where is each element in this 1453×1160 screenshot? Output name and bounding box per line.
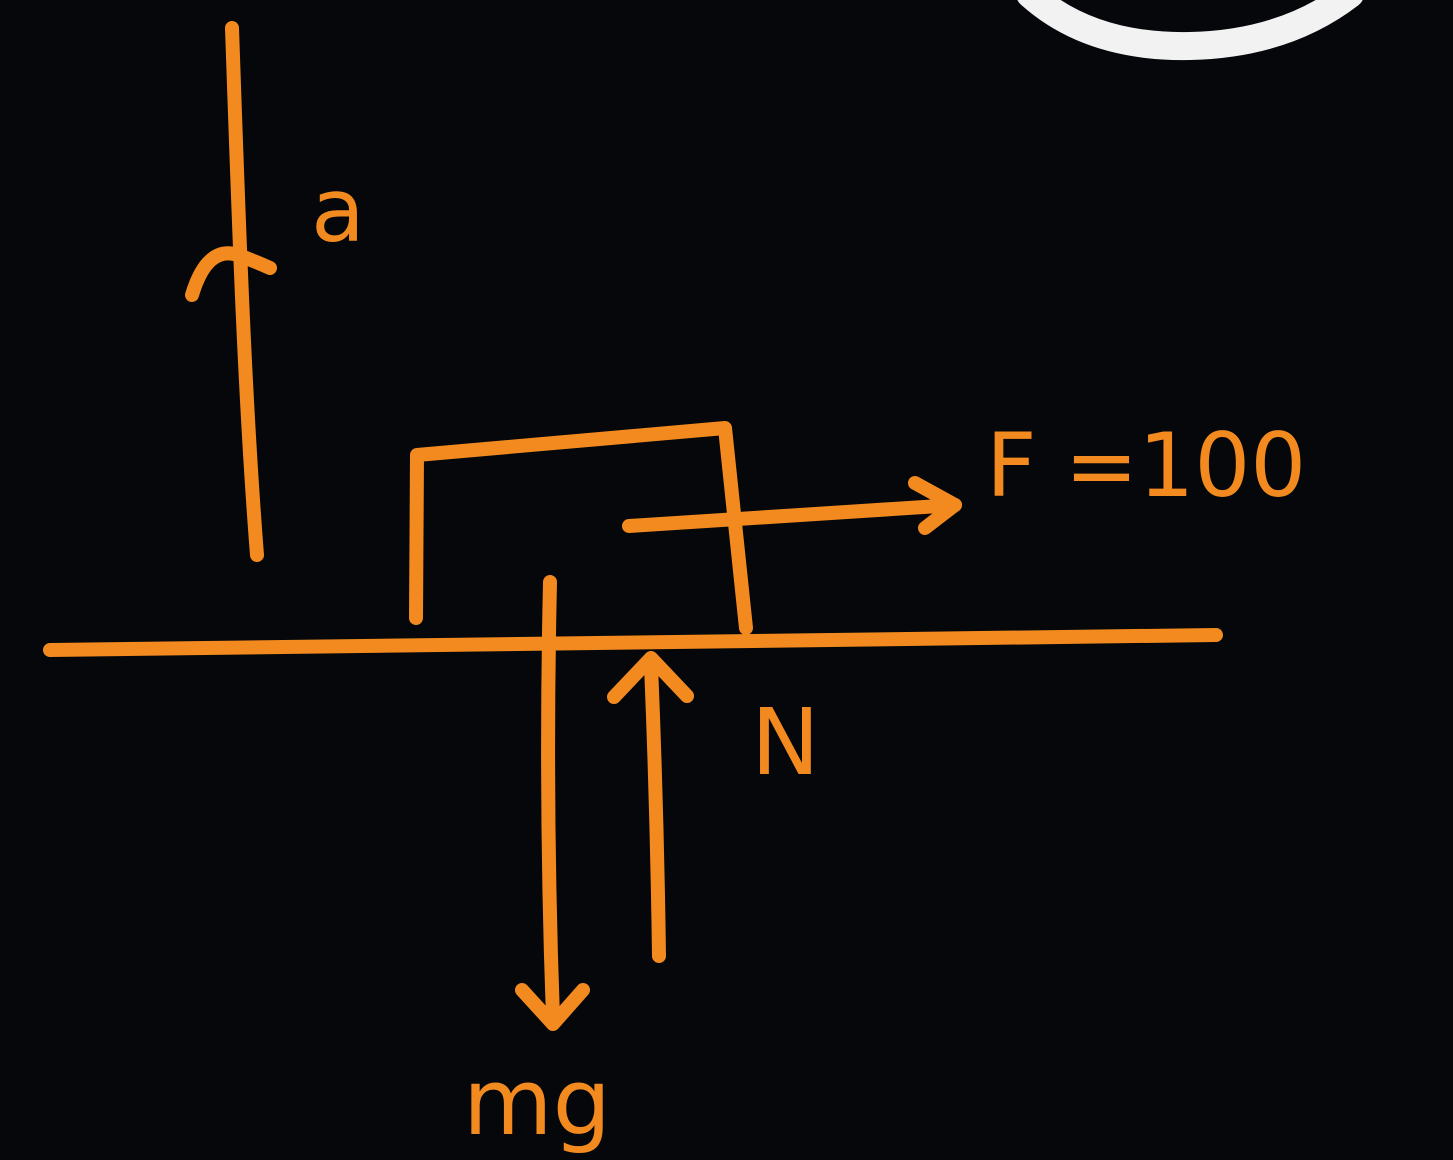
weight-arrow-shaft: [541, 575, 560, 1025]
weight-arrow-head: [515, 983, 590, 1031]
block-rectangle: [409, 421, 753, 635]
acceleration-arrow-head: [185, 246, 277, 302]
acceleration-arrow-shaft: [225, 21, 264, 562]
white-circle-fragment: [1017, 0, 1363, 61]
force-arrow-shaft: [622, 498, 962, 533]
normal-force-label: N: [751, 689, 820, 796]
normal-arrow-head: [607, 651, 694, 704]
normal-arrow-shaft: [644, 658, 666, 963]
applied-force-label: F =100: [986, 414, 1306, 517]
weight-label: mg: [463, 1049, 611, 1156]
force-arrow-head: [908, 476, 962, 535]
ground-line: [43, 628, 1223, 657]
acceleration-label: a: [311, 159, 365, 262]
